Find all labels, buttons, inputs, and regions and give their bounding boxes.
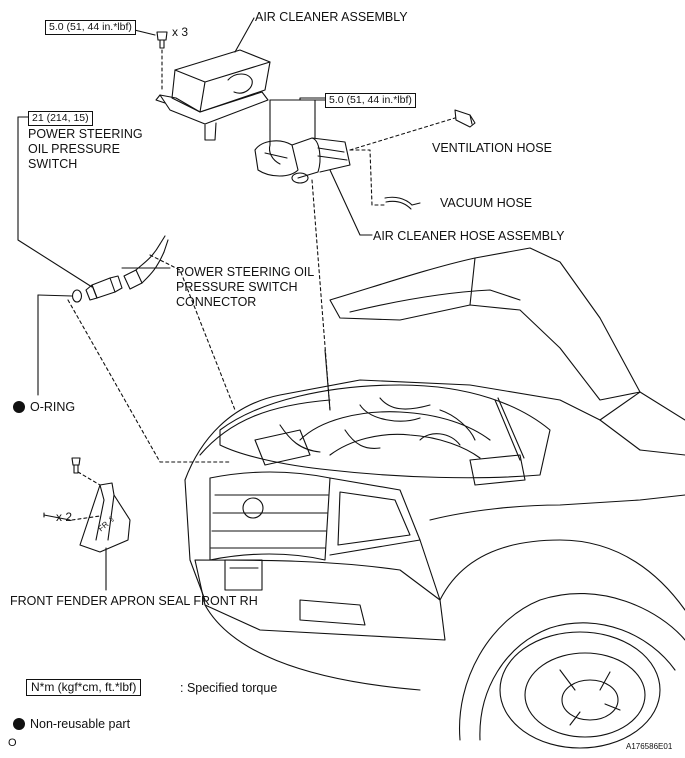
quantity-fender-clips: x 2 bbox=[56, 510, 73, 524]
torque-spec-hose-clamps: 5.0 (51, 44 in.*lbf) bbox=[325, 93, 416, 108]
legend-torque-unit-box: N*m (kgf*cm, ft.*lbf) bbox=[26, 679, 142, 696]
label-vacuum-hose: VACUUM HOSE bbox=[440, 196, 533, 210]
footer-left-mark: O bbox=[8, 737, 17, 749]
label-ps-oil-pressure-switch-line-1: POWER STEERING bbox=[28, 127, 143, 141]
label-ps-switch-connector: POWER STEERING OIL PRESSURE SWITCH CONNE… bbox=[176, 265, 314, 310]
non-reusable-marker-o-ring bbox=[13, 401, 25, 413]
label-front-fender-apron-seal: FRONT FENDER APRON SEAL FRONT RH bbox=[10, 594, 258, 608]
fender-apron-seal-drawing bbox=[43, 457, 131, 553]
label-ventilation-hose: VENTILATION HOSE bbox=[432, 141, 552, 155]
figure-id: A176586E01 bbox=[626, 742, 673, 751]
label-air-cleaner-hose-assembly: AIR CLEANER HOSE ASSEMBLY bbox=[373, 229, 565, 243]
label-ps-oil-pressure-switch-line-3: SWITCH bbox=[28, 157, 78, 171]
label-ps-oil-pressure-switch-line-2: OIL PRESSURE bbox=[28, 142, 120, 156]
ps-switch-drawing bbox=[71, 235, 169, 303]
dashed-locator-lines bbox=[67, 49, 456, 521]
legend-non-reusable-description: Non-reusable part bbox=[30, 717, 131, 731]
label-air-cleaner-assembly: AIR CLEANER ASSEMBLY bbox=[255, 10, 408, 24]
quantity-air-cleaner-bolts: x 3 bbox=[172, 25, 189, 39]
torque-spec-air-cleaner-bolts: 5.0 (51, 44 in.*lbf) bbox=[45, 20, 136, 35]
legend-torque-description: : Specified torque bbox=[180, 681, 278, 695]
air-cleaner-assembly-drawing bbox=[155, 31, 271, 141]
legend-non-reusable-dot bbox=[13, 718, 25, 730]
label-ps-switch-connector-line-3: CONNECTOR bbox=[176, 295, 257, 309]
label-o-ring: O-RING bbox=[30, 400, 76, 414]
torque-spec-ps-switch: 21 (214, 15) bbox=[28, 111, 93, 126]
air-cleaner-hose-drawing bbox=[254, 109, 476, 210]
label-ps-oil-pressure-switch: POWER STEERING OIL PRESSURE SWITCH bbox=[28, 127, 143, 172]
label-ps-switch-connector-line-1: POWER STEERING OIL bbox=[176, 265, 315, 279]
vehicle-body bbox=[184, 247, 685, 749]
label-ps-switch-connector-line-2: PRESSURE SWITCH bbox=[176, 280, 298, 294]
